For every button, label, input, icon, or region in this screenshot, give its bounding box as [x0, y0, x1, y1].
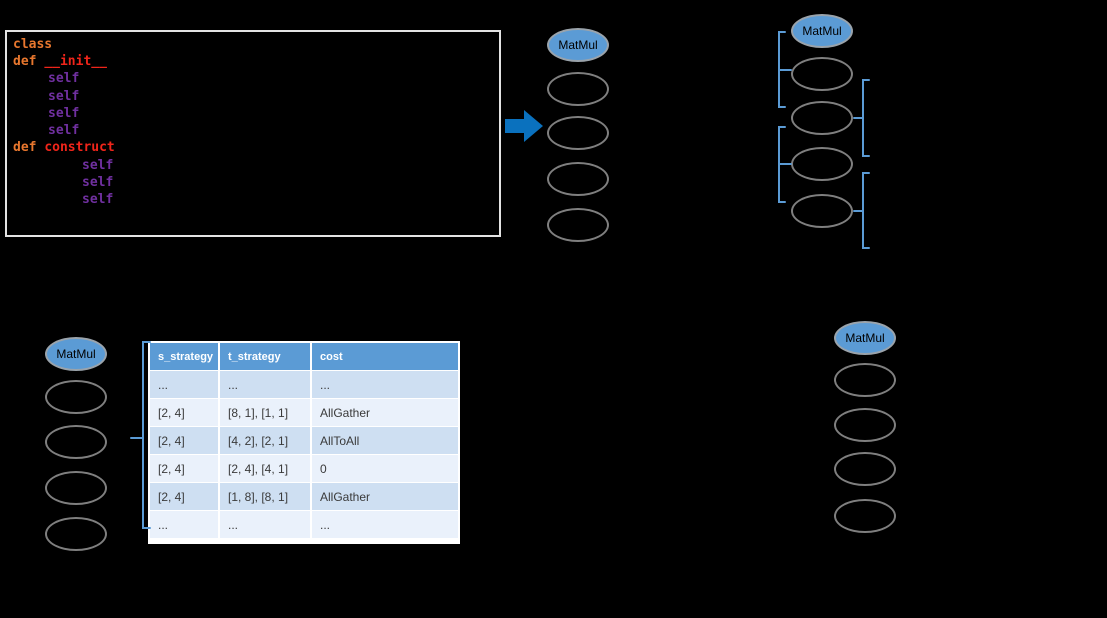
table-header-t-strategy: t_strategy	[220, 343, 310, 370]
matmul-node-stage1: MatMul	[547, 28, 609, 62]
strategy-cost-table: s_strategy t_strategy cost ... ... ... […	[148, 341, 460, 544]
code-line: def construct	[13, 140, 115, 156]
table-cell: ...	[220, 511, 310, 538]
table-cell: ...	[220, 371, 310, 398]
graph-node-ellipse	[834, 363, 896, 397]
graph-node-ellipse	[791, 194, 853, 228]
self-reference: self	[48, 123, 80, 138]
table-cell: [8, 1], [1, 1]	[220, 399, 310, 426]
graph-node-ellipse	[547, 72, 609, 106]
graph-node-ellipse	[791, 101, 853, 135]
group-bracket-left-top	[778, 31, 792, 108]
table-header-cost: cost	[312, 343, 458, 370]
table-header-s-strategy: s_strategy	[150, 343, 218, 370]
graph-node-ellipse	[45, 425, 107, 459]
table-cell: AllGather	[312, 483, 458, 510]
graph-node-ellipse	[45, 517, 107, 551]
matmul-node-stage2: MatMul	[791, 14, 853, 48]
self-reference: self	[48, 89, 80, 104]
keyword-def: def	[13, 54, 37, 69]
self-reference: self	[82, 175, 114, 190]
table-cell: ...	[312, 371, 458, 398]
table-cell: ...	[150, 371, 218, 398]
graph-node-ellipse	[547, 116, 609, 150]
graph-node-ellipse	[834, 499, 896, 533]
self-reference: self	[82, 192, 114, 207]
graph-node-ellipse	[45, 471, 107, 505]
code-line: def __init__	[13, 54, 107, 70]
graph-node-ellipse	[45, 380, 107, 414]
function-init: __init__	[44, 54, 107, 69]
group-bracket-right-top	[853, 79, 870, 157]
table-cell: [1, 8], [8, 1]	[220, 483, 310, 510]
self-reference: self	[48, 106, 80, 121]
table-cell: ...	[312, 511, 458, 538]
table-cell: [2, 4]	[150, 483, 218, 510]
self-reference: self	[82, 158, 114, 173]
arrow-right-icon	[505, 110, 543, 142]
code-line: class	[13, 37, 52, 53]
code-line: self	[48, 89, 79, 105]
table-cell: ...	[150, 511, 218, 538]
group-bracket-left-bottom	[778, 126, 792, 203]
keyword-class: class	[13, 37, 53, 52]
code-panel: class def __init__ self self self self d…	[5, 30, 501, 237]
code-line: self	[48, 123, 79, 139]
table-cell: 0	[312, 455, 458, 482]
matmul-node-stage4: MatMul	[834, 321, 896, 355]
graph-node-ellipse	[791, 57, 853, 91]
graph-node-ellipse	[547, 208, 609, 242]
table-cell: [2, 4]	[150, 427, 218, 454]
code-line: self	[48, 106, 79, 122]
keyword-def: def	[13, 140, 37, 155]
code-line: self	[82, 158, 113, 174]
code-line: self	[82, 192, 113, 208]
table-cell: AllGather	[312, 399, 458, 426]
group-bracket-right-bottom	[853, 172, 870, 249]
code-line: self	[48, 71, 79, 87]
graph-node-ellipse	[834, 408, 896, 442]
self-reference: self	[48, 71, 80, 86]
table-cell: [2, 4]	[150, 455, 218, 482]
table-cell: [2, 4], [4, 1]	[220, 455, 310, 482]
graph-node-ellipse	[547, 162, 609, 196]
table-cell: AllToAll	[312, 427, 458, 454]
table-cell: [4, 2], [2, 1]	[220, 427, 310, 454]
table-cell: [2, 4]	[150, 399, 218, 426]
function-construct: construct	[44, 140, 115, 155]
graph-node-ellipse	[791, 147, 853, 181]
code-line: self	[82, 175, 113, 191]
matmul-node-stage3: MatMul	[45, 337, 107, 371]
graph-node-ellipse	[834, 452, 896, 486]
